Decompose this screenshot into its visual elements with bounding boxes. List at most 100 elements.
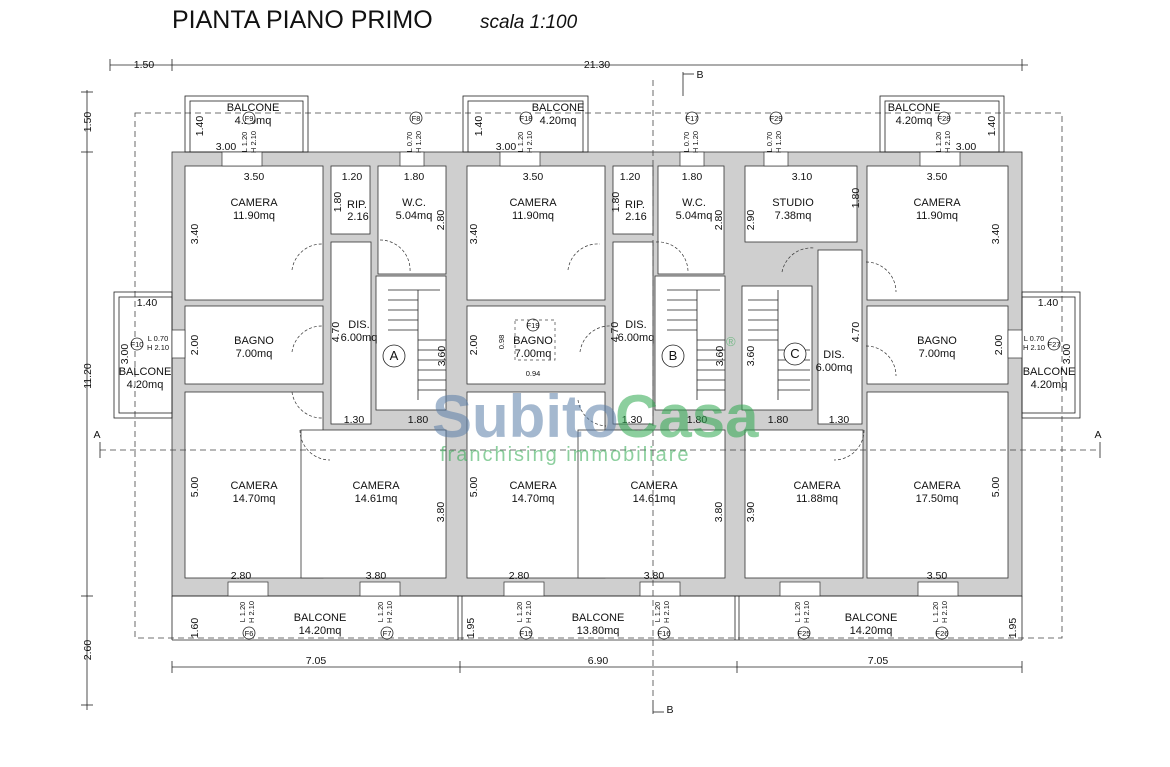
unit-c-rooms: 3.10 STUDIO 7.38mq 2.90 1.80 3.50 CAMERA… [745,171,1005,582]
unit-b-dis: DIS. [625,319,646,331]
svg-text:3.60: 3.60 [745,346,757,367]
unit-a-rip: RIP. [347,199,367,211]
svg-text:L 1.20: L 1.20 [376,602,385,623]
svg-text:F26: F26 [936,629,949,638]
svg-text:14.20mq: 14.20mq [299,625,342,637]
svg-text:F15: F15 [520,629,533,638]
svg-text:1.80: 1.80 [404,171,425,183]
unit-marker-a: A [390,348,399,363]
svg-text:L 1.20: L 1.20 [931,602,940,623]
svg-text:1.80: 1.80 [768,414,789,426]
unit-c-camera-se: CAMERA [913,480,961,492]
dim-top-total: 21.30 [584,59,610,71]
svg-text:7.00mq: 7.00mq [515,348,552,360]
svg-text:H 2.10: H 2.10 [1023,343,1045,352]
svg-text:5.00: 5.00 [468,477,480,498]
svg-text:F19: F19 [527,321,540,330]
dim-bottom-1: 7.05 [306,655,327,667]
svg-text:6.00mq: 6.00mq [341,332,378,344]
unit-b-camera-s: CAMERA [630,480,678,492]
svg-text:3.60: 3.60 [714,346,726,367]
svg-text:2.90: 2.90 [745,210,757,231]
svg-text:L 1.20: L 1.20 [238,602,247,623]
svg-text:1.80: 1.80 [850,188,862,209]
svg-text:4.70: 4.70 [330,322,342,343]
unit-b-wc: W.C. [682,197,706,209]
svg-text:H 2.10: H 2.10 [802,601,811,623]
svg-text:0.94: 0.94 [526,369,541,378]
svg-text:1.80: 1.80 [687,414,708,426]
svg-text:3.40: 3.40 [990,224,1002,245]
svg-text:L 1.20: L 1.20 [240,132,249,153]
dim-bottom-2: 6.90 [588,655,609,667]
unit-a-dis: DIS. [348,319,369,331]
watermark-tagline: franchising immobiliare [440,444,691,466]
svg-text:1.40: 1.40 [473,116,485,137]
dim-left-1: 1.50 [82,112,94,133]
svg-text:2.16: 2.16 [347,211,368,223]
svg-text:4.70: 4.70 [609,322,621,343]
svg-text:6.00mq: 6.00mq [618,332,655,344]
watermark-brand-a: Subito [432,383,619,450]
unit-a-camera-sw: CAMERA [230,480,278,492]
watermark-registered: ® [726,334,736,349]
svg-text:H 1.20: H 1.20 [774,131,783,153]
dim-bottom-3: 7.05 [868,655,889,667]
svg-text:3.50: 3.50 [523,171,544,183]
svg-text:F28: F28 [938,114,951,123]
svg-text:3.80: 3.80 [644,570,665,582]
unit-b-camera-sw: CAMERA [509,480,557,492]
svg-text:L 0.70: L 0.70 [148,334,169,343]
svg-text:1.95: 1.95 [465,618,477,639]
svg-text:1.95: 1.95 [1007,618,1019,639]
svg-text:5.04mq: 5.04mq [396,210,433,222]
svg-text:BALCONE: BALCONE [888,102,941,114]
svg-text:F6: F6 [245,629,254,638]
svg-text:4.20mq: 4.20mq [127,379,164,391]
svg-text:L 1.20: L 1.20 [516,132,525,153]
svg-text:2.00: 2.00 [189,335,201,356]
unit-b-camera-nw: CAMERA [509,197,557,209]
svg-text:4.20mq: 4.20mq [540,115,577,127]
svg-text:3.00: 3.00 [1061,344,1073,365]
svg-text:3.40: 3.40 [189,224,201,245]
svg-text:1.40: 1.40 [1038,297,1059,309]
svg-text:17.50mq: 17.50mq [916,493,959,505]
window-tags: F9 L 1.20 H 2.10 F8 L 0.70 H 1.20 F10 L … [131,111,1060,640]
bottom-balconies [171,595,1023,641]
unit-c-balcone-bottom: BALCONE 14.20mq 1.95 [845,612,1019,638]
unit-a-balcone-left: 1.40 BALCONE 4.20mq 3.00 [119,297,172,391]
svg-text:1.40: 1.40 [194,116,206,137]
svg-text:H 1.20: H 1.20 [414,131,423,153]
svg-text:2.80: 2.80 [509,570,530,582]
svg-text:3.80: 3.80 [366,570,387,582]
svg-text:L 1.20: L 1.20 [515,602,524,623]
dim-top-left: 1.50 [134,59,155,71]
svg-text:7.38mq: 7.38mq [775,210,812,222]
svg-text:F8: F8 [412,114,421,123]
svg-text:3.10: 3.10 [792,171,813,183]
svg-text:3.50: 3.50 [244,171,265,183]
svg-text:2.16: 2.16 [625,211,646,223]
svg-text:14.20mq: 14.20mq [850,625,893,637]
dim-left-2: 11.20 [82,363,94,389]
plan-scale: scala 1:100 [480,12,578,33]
door-swings [291,239,897,461]
unit-a-balcone-bottom: BALCONE 14.20mq 1.60 [189,612,346,638]
svg-text:1.40: 1.40 [986,116,998,137]
unit-marker-b: B [669,348,678,363]
svg-text:BALCONE: BALCONE [1023,366,1076,378]
svg-text:H 2.10: H 2.10 [662,601,671,623]
windows [171,151,1023,597]
svg-text:BALCONE: BALCONE [845,612,898,624]
svg-text:BALCONE: BALCONE [294,612,347,624]
section-b-bottom: B [666,704,673,716]
unit-c-balcone-right: 1.40 BALCONE 4.20mq 3.00 [1023,297,1076,391]
svg-text:1.80: 1.80 [408,414,429,426]
svg-text:14.61mq: 14.61mq [355,493,398,505]
svg-text:4.70: 4.70 [850,322,862,343]
svg-text:BALCONE: BALCONE [532,102,585,114]
svg-text:H 2.10: H 2.10 [525,131,534,153]
svg-text:11.90mq: 11.90mq [512,210,554,222]
unit-c-dis: DIS. [823,349,844,361]
